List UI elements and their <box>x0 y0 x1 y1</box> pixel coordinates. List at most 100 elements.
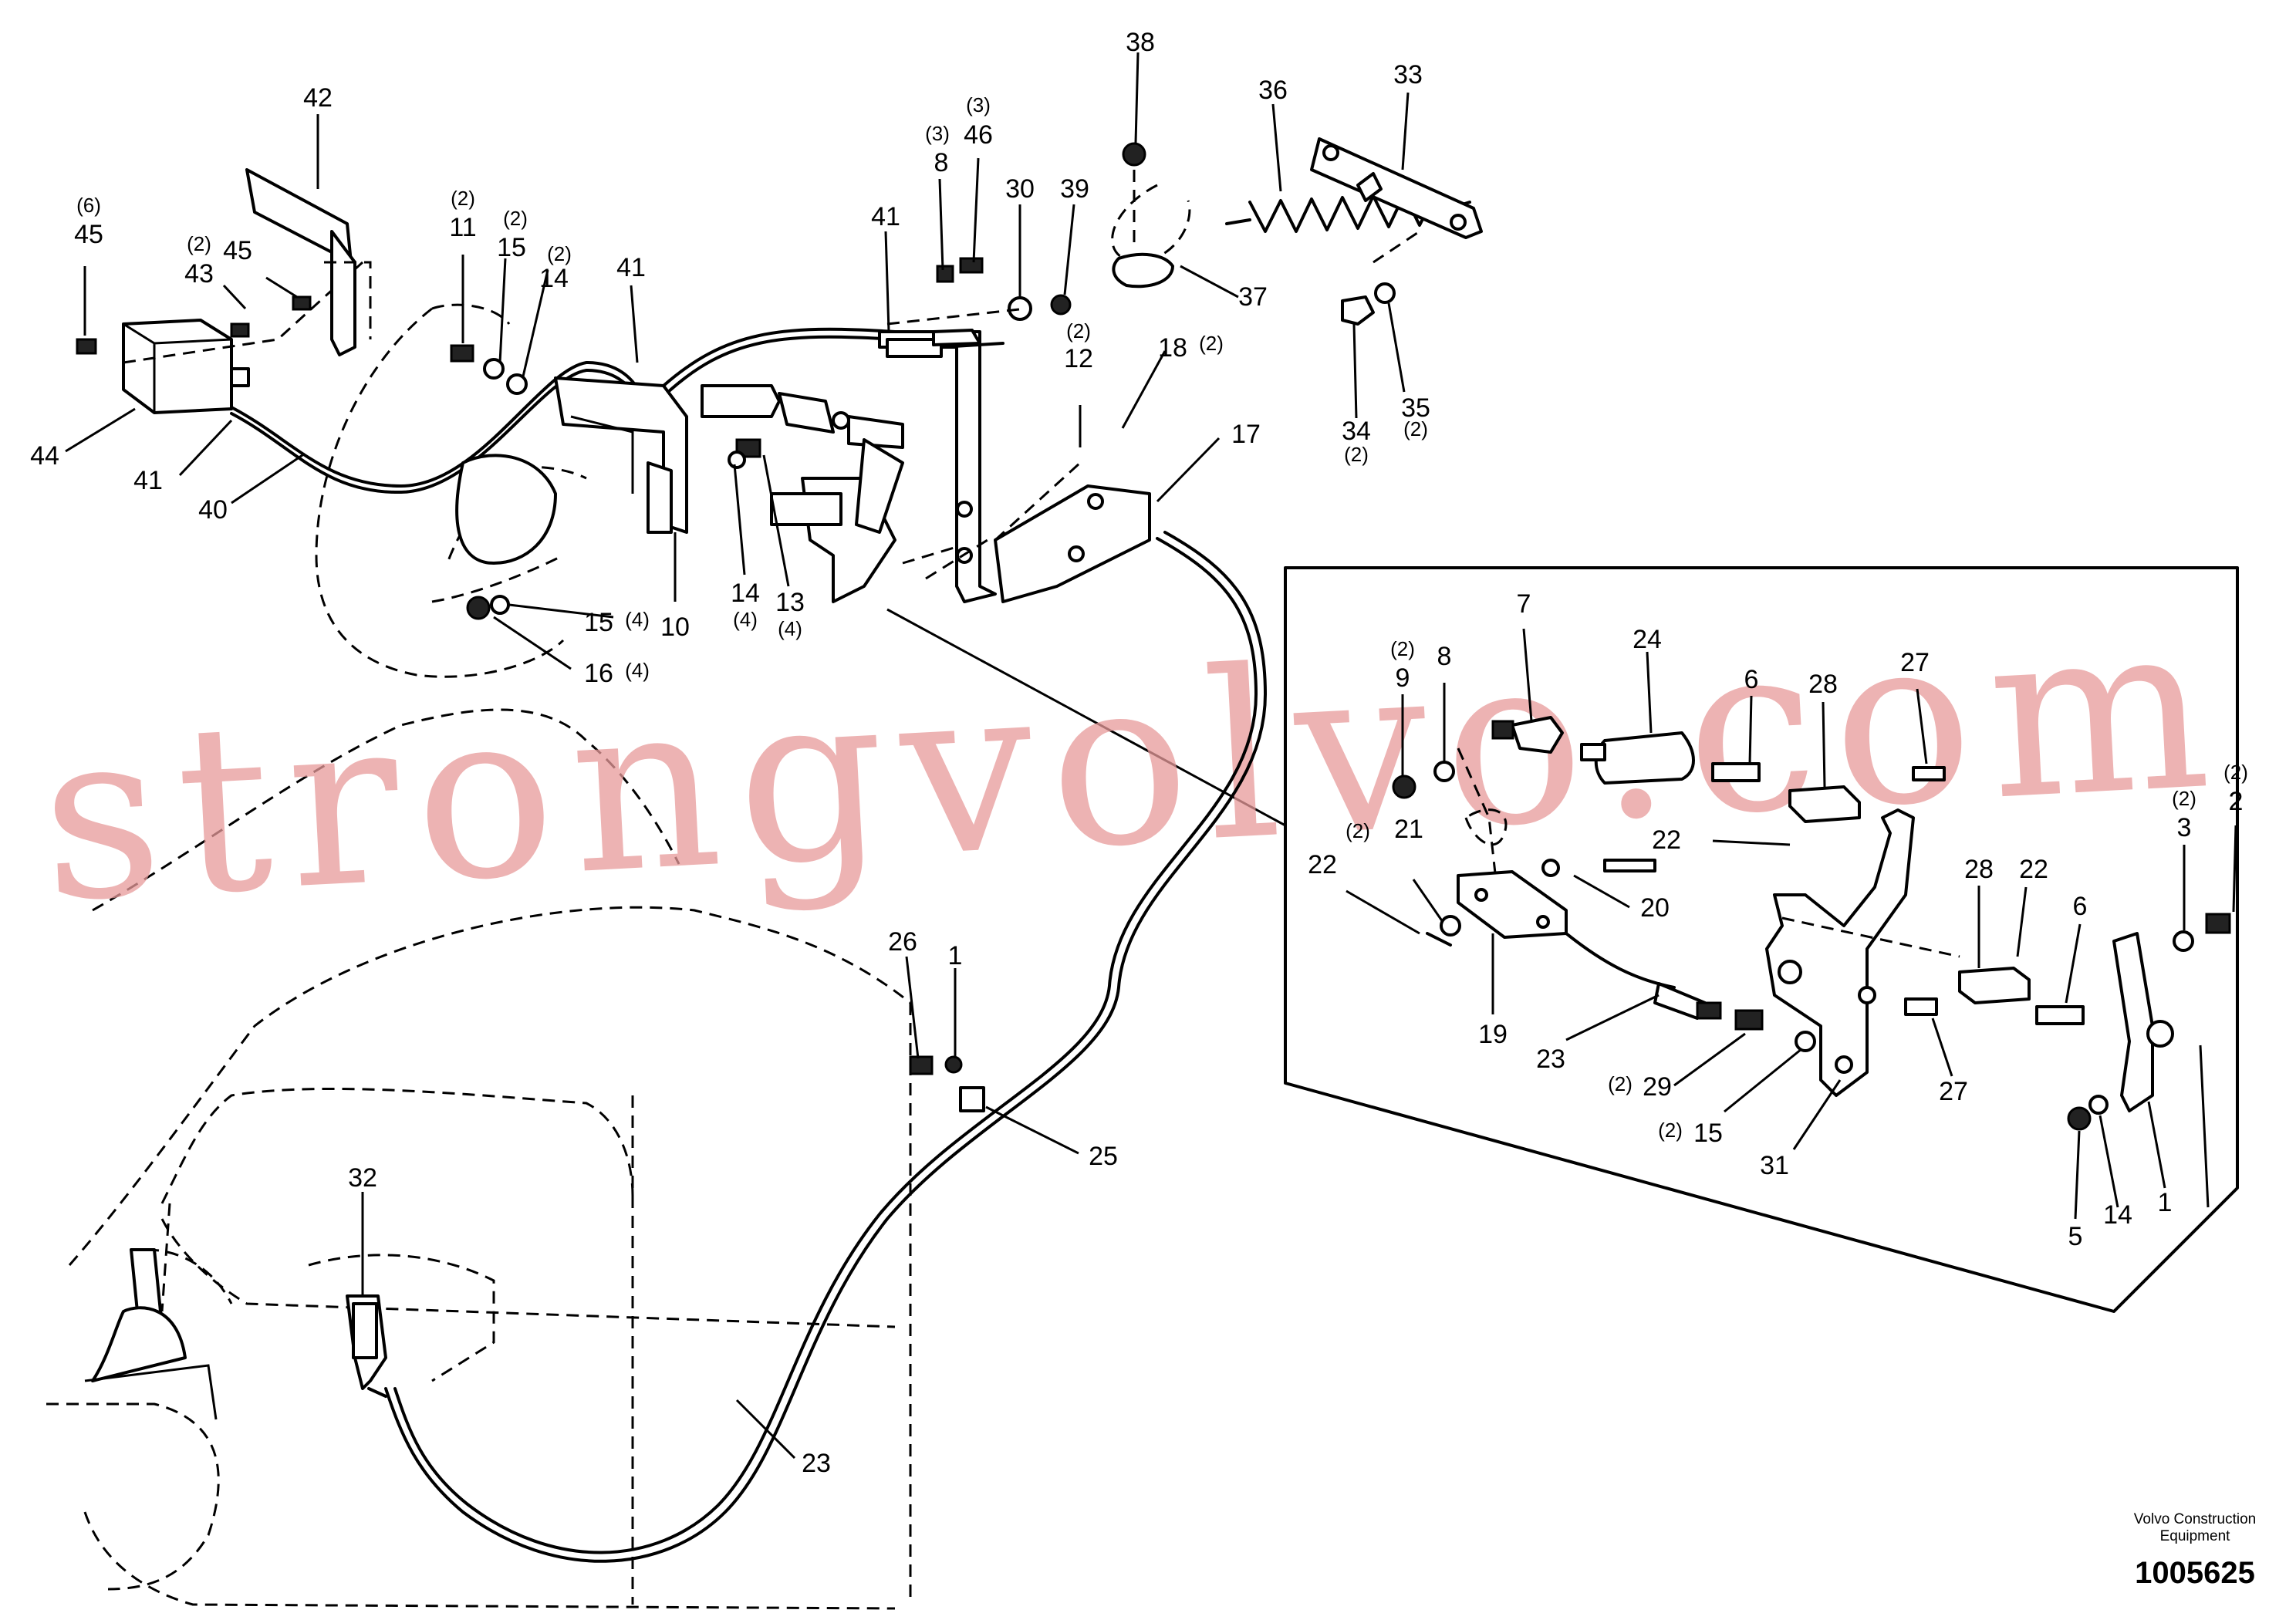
callout-46: 46 <box>964 120 993 150</box>
callout-6b: 6 <box>2073 892 2088 921</box>
callout-6a: 6 <box>1744 665 1759 694</box>
part-37-link <box>1111 142 1420 289</box>
part-actuator-rod <box>701 384 904 449</box>
callout-14b-qty: (4) <box>733 608 758 631</box>
callout-31: 31 <box>1760 1151 1789 1180</box>
callout-23b: 23 <box>802 1449 831 1478</box>
callout-20: 20 <box>1640 893 1670 923</box>
control-console <box>46 1248 495 1591</box>
callout-33: 33 <box>1393 60 1423 89</box>
callout-30: 30 <box>1005 174 1035 204</box>
callout-12: 12 <box>1064 344 1093 373</box>
part-44-box <box>76 261 364 414</box>
callout-3-qty: (2) <box>2172 787 2196 810</box>
callout-41c: 41 <box>133 466 163 495</box>
cable-upper <box>662 327 896 393</box>
left-fasteners <box>450 344 761 620</box>
callout-25: 25 <box>1089 1142 1118 1171</box>
callout-27b: 27 <box>1939 1077 1968 1106</box>
callout-35-qty: (2) <box>1403 417 1428 440</box>
part-17-bracket <box>878 330 1151 603</box>
callout-8-qty: (3) <box>925 122 950 145</box>
detail-parts <box>1392 716 2231 1131</box>
callout-2-qty: (2) <box>2223 761 2248 784</box>
part-30-39-nuts <box>886 257 1072 326</box>
callout-22a: 22 <box>1308 850 1337 879</box>
part-10-bracket <box>455 376 688 565</box>
callout-9: 9 <box>1396 663 1410 693</box>
callout-8: 8 <box>934 148 949 177</box>
detail-frame <box>886 566 2239 1313</box>
callout-43: 43 <box>184 259 214 289</box>
callout-14b: 14 <box>731 579 760 608</box>
callout-42: 42 <box>303 83 333 113</box>
leader-lines <box>65 52 2237 1460</box>
part-32-cable-end <box>346 1294 387 1398</box>
callout-15-qty: (2) <box>503 207 528 230</box>
callout-46-qty: (3) <box>966 93 991 116</box>
callout-labels: 38 3 6 33 42 (3) 46 (3) 8 (6) 45 (2) 43 4… <box>30 28 2248 1478</box>
callout-45b: 45 <box>223 236 252 265</box>
part-42-bracket <box>230 168 372 356</box>
callout-19: 19 <box>1478 1020 1508 1049</box>
company-line-2: Equipment <box>2159 1528 2230 1544</box>
callout-35: 35 <box>1401 393 1430 423</box>
callout-28b: 28 <box>1964 855 1994 884</box>
callout-45: 45 <box>74 220 103 249</box>
drawing-number: 1005625 <box>2135 1556 2255 1590</box>
callout-2: 2 <box>2229 787 2244 816</box>
callout-24: 24 <box>1633 625 1662 654</box>
callout-5: 5 <box>2068 1222 2083 1251</box>
callout-26: 26 <box>888 927 917 957</box>
callout-1a: 1 <box>2158 1188 2173 1217</box>
callout-43-qty: (2) <box>187 232 211 255</box>
callout-45-qty: (6) <box>76 194 101 217</box>
callout-27a: 27 <box>1900 648 1930 677</box>
callout-13: 13 <box>775 588 805 617</box>
callout-15b-qty: (4) <box>625 608 650 631</box>
part-33-plate <box>1310 137 1483 239</box>
callout-11: 11 <box>449 213 476 242</box>
callout-16-qty: (4) <box>625 659 650 682</box>
callout-16: 16 <box>584 659 613 688</box>
callout-18-qty: (2) <box>1199 332 1224 355</box>
cable-23 <box>384 531 1267 1563</box>
callout-28a: 28 <box>1808 670 1838 699</box>
callout-9-qty: (2) <box>1390 637 1415 660</box>
company-line-1: Volvo Construction <box>2133 1511 2257 1527</box>
callout-29: 29 <box>1643 1072 1672 1102</box>
callout-3: 3 <box>2177 813 2192 842</box>
cab-outline-dashed <box>68 303 912 1610</box>
callout-34: 34 <box>1342 417 1371 446</box>
callout-23a: 23 <box>1536 1045 1565 1074</box>
callout-44: 44 <box>30 441 59 471</box>
callout-15c: 15 <box>1693 1119 1723 1148</box>
callout-15b: 15 <box>584 608 613 637</box>
callout-40: 40 <box>198 495 228 525</box>
callout-1b: 1 <box>948 941 963 970</box>
callout-17: 17 <box>1231 420 1261 449</box>
callout-34-qty: (2) <box>1344 443 1369 466</box>
callout-15: 15 <box>497 233 526 262</box>
callout-14-qty: (2) <box>547 242 572 265</box>
callout-21: 21 <box>1394 815 1423 844</box>
part-lever-assembly <box>770 438 981 603</box>
callout-14: 14 <box>539 264 569 293</box>
callout-22c: 22 <box>2019 855 2048 884</box>
callout-11-qty: (2) <box>451 187 475 210</box>
callout-14c: 14 <box>2103 1200 2132 1230</box>
callout-32: 32 <box>348 1163 377 1193</box>
callout-18: 18 <box>1158 333 1187 363</box>
callout-29-qty: (2) <box>1608 1072 1633 1095</box>
callout-41a: 41 <box>616 253 646 282</box>
part-34-35-bolt <box>1341 282 1396 326</box>
callout-8b: 8 <box>1437 642 1452 671</box>
part-cable-end-upper <box>886 329 1004 358</box>
callout-10: 10 <box>660 613 690 642</box>
callout-37: 37 <box>1238 282 1268 312</box>
callout-39: 39 <box>1060 174 1089 204</box>
callout-38: 38 <box>1126 28 1155 57</box>
part-25-clamp <box>909 1055 985 1112</box>
callout-41b: 41 <box>871 202 900 231</box>
